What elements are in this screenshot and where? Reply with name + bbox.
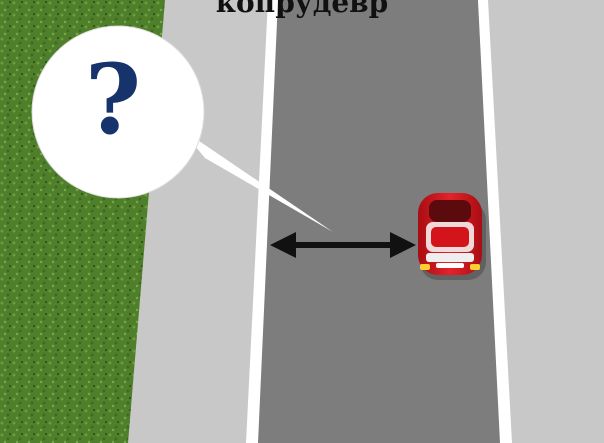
top-caption: копрудевр [0, 0, 604, 19]
question-mark-icon: ? [58, 52, 168, 148]
red-car-icon [418, 193, 486, 280]
